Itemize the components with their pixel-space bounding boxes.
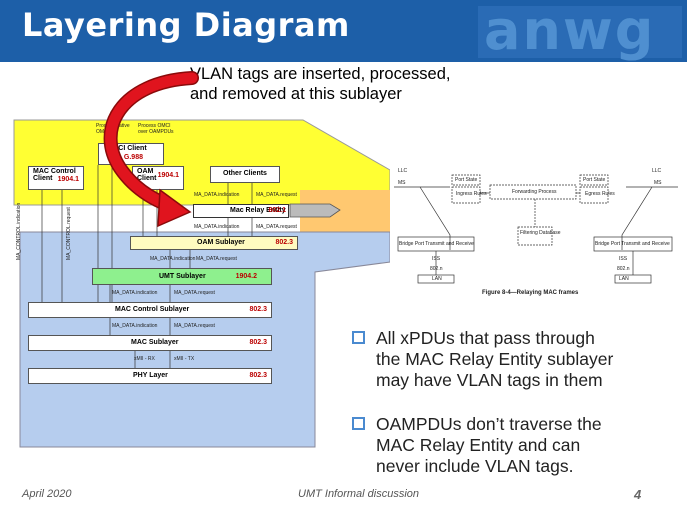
label-ma-data-ind-2: MA_DATA.indication [194,224,240,230]
label-ma-data-req-5: MA_DATA.request [174,323,215,329]
bullet-1-line-3: may have VLAN tags in them [376,370,603,390]
egress-rules: Egress Rules [585,191,615,197]
ms-left: MS [398,180,406,186]
ingress-rules: Ingress Rules [456,191,487,197]
n8021-left: 802.n [430,266,443,272]
callout-line-2: and removed at this sublayer [190,85,402,103]
iss-right: ISS [619,256,628,262]
label-ma-data-req-4: MA_DATA.request [174,290,215,296]
bullet-2-line-3: never include VLAN tags. [376,456,574,476]
bullet-1-line-1: All xPDUs that pass through [376,328,595,348]
filtering-database: Filtering Database [520,230,561,236]
oam-sublayer-box: OAM Sublayer 802.3 [130,236,298,250]
relay-connector [289,203,341,218]
label-ma-data-ind-4: MA_DATA.indication [112,290,158,296]
n8021-right: 802.n [617,266,630,272]
umt-sublayer-box: UMT Sublayer 1904.2 [92,268,272,285]
note-omci-over-oampdu: Process OMCI over OAMPDUs [138,123,174,135]
label-xmii-tx: xMII - TX [174,356,195,362]
page-number: 4 [634,487,642,502]
footer-date: April 2020 [22,488,72,500]
bridge-port-right: Bridge Port Transmit and Receive [595,241,670,247]
bullet-1-line-2: the MAC Relay Entity sublayer [376,349,614,369]
bullet-2-line-1: OAMPDUs don’t traverse the [376,414,602,434]
anwg-logo [478,6,682,58]
lan-left: LAN [432,276,442,282]
label-ma-data-req-2: MA_DATA.request [256,224,297,230]
other-clients-box: Other Clients [210,166,280,183]
llc-left: LLC [398,168,408,174]
bridge-port-left: Bridge Port Transmit and Receive [399,241,474,247]
forwarding-process: Forwarding Process [512,189,557,195]
bullet-square-icon [352,417,365,430]
callout-line-1: VLAN tags are inserted, processed, [190,65,451,83]
mac-control-client-box: MAC Control Client 1904.1 [28,166,84,190]
orange-highlight [300,190,390,232]
mac-sublayer-box: MAC Sublayer 802.3 [28,335,272,351]
port-state-left: Port State [455,177,478,183]
label-ma-data-ind-5: MA_DATA.indication [112,323,158,329]
mac-relay-entity-box: Mac Relay Entity 802.1 [193,204,289,218]
llc-right: LLC [652,168,662,174]
footer-title: UMT Informal discussion [298,488,420,500]
bullet-2-line-2: MAC Relay Entity and can [376,435,581,455]
page-title: Layering Diagram [22,6,350,44]
label-ma-data-req-3: MA_DATA.request [196,256,237,262]
figure-caption: Figure 8-4—Relaying MAC frames [482,290,579,296]
iss-left: ISS [432,256,441,262]
label-ma-data-ind-1: MA_DATA.indication [194,192,240,198]
port-state-right: Port State [583,177,606,183]
logo-text: anwg [484,0,656,62]
label-xmii-rx: xMII - RX [134,356,155,362]
bullet-square-icon [352,331,365,344]
label-ma-data-ind-3: MA_DATA.indication [150,256,196,262]
label-ma-data-req-1: MA_DATA.request [256,192,297,198]
lan-right: LAN [619,276,629,282]
ms-right: MS [654,180,662,186]
callout-text: VLAN tags are inserted, processed, and r… [190,64,450,104]
phy-layer-box: PHY Layer 802.3 [28,368,272,384]
bridge-diagram [390,165,682,295]
mac-control-sublayer-box: MAC Control Sublayer 802.3 [28,302,272,318]
